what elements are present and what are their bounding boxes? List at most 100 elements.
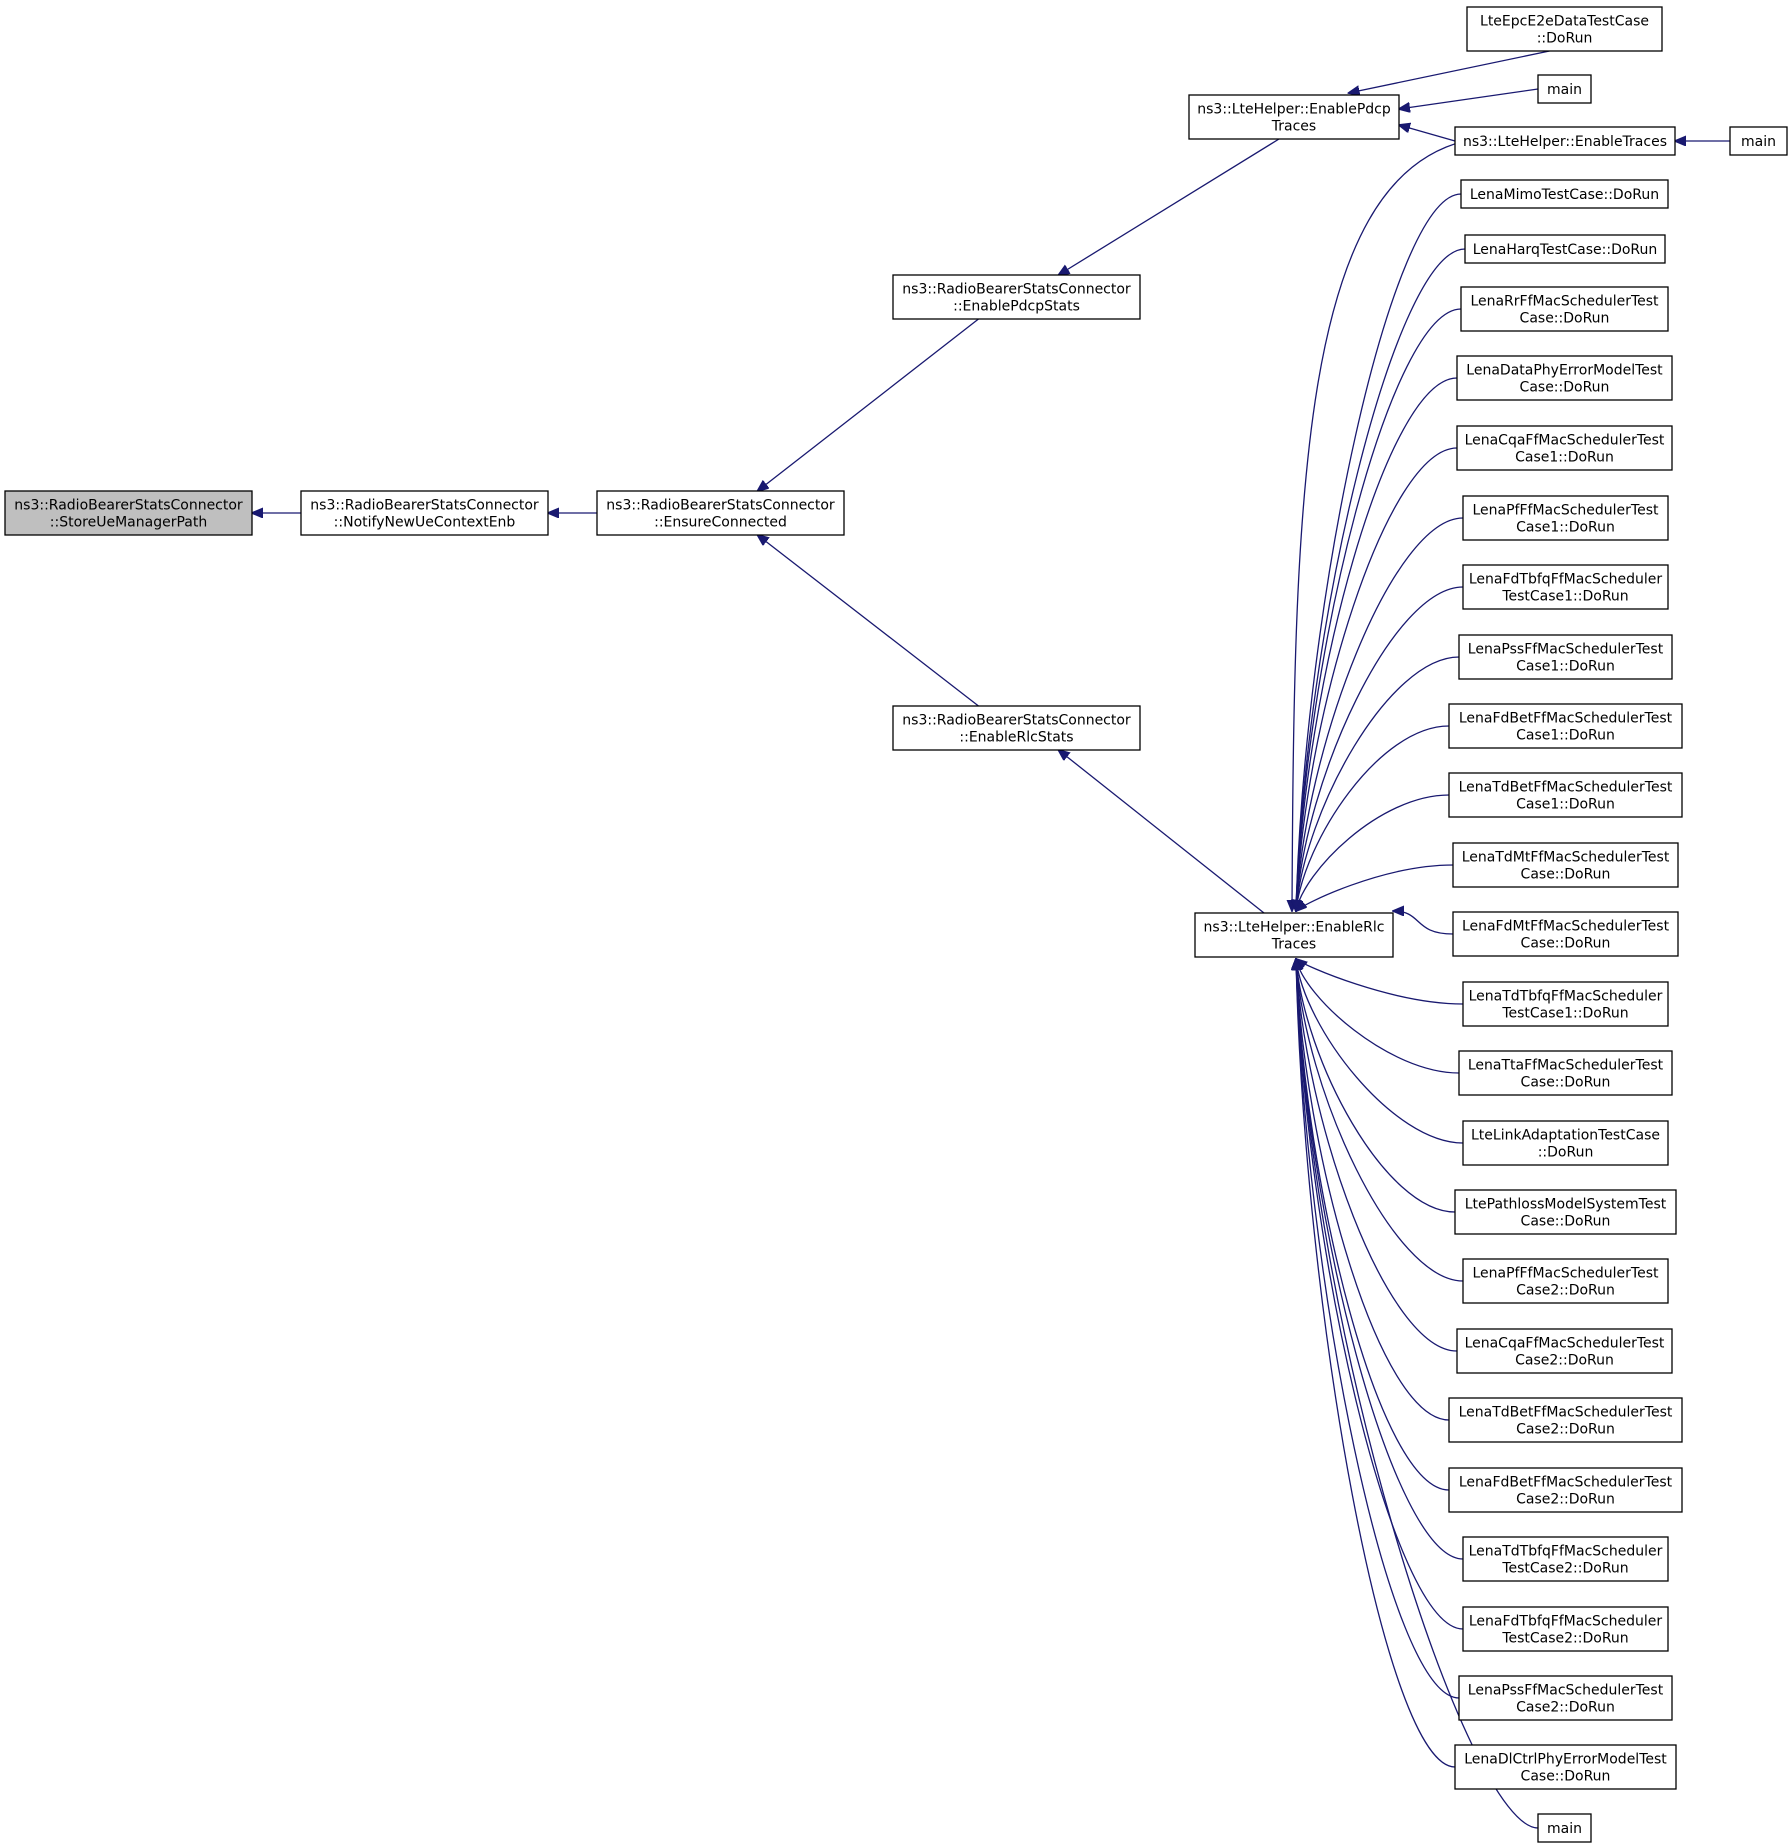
- edge-cqa2-to-rlctraces: [1296, 959, 1458, 1352]
- node-enabletraces-label-0: ns3::LteHelper::EnableTraces: [1463, 134, 1667, 150]
- edges-layer: [252, 50, 1730, 1829]
- node-store-label-0: ns3::RadioBearerStatsConnector: [14, 498, 243, 514]
- node-main2[interactable]: main: [1729, 126, 1788, 156]
- node-fdbet2-label-1: Case2::DoRun: [1516, 1492, 1615, 1508]
- edge-enabletraces-to-pdcptraces: [1399, 125, 1456, 142]
- node-store: ns3::RadioBearerStatsConnector::StoreUeM…: [4, 490, 253, 536]
- node-fdmt-label-0: LenaFdMtFfMacSchedulerTest: [1462, 919, 1670, 935]
- edge-rr-to-rlctraces: [1296, 308, 1462, 911]
- node-tta-label-0: LenaTtaFfMacSchedulerTest: [1468, 1058, 1664, 1074]
- node-tdbet2-label-1: Case2::DoRun: [1516, 1422, 1615, 1438]
- node-ensure-label-1: ::EnsureConnected: [654, 515, 787, 531]
- node-store-box: [4, 490, 253, 536]
- edge-main1-to-pdcptraces: [1399, 88, 1539, 109]
- node-tdmt-box: [1452, 842, 1679, 888]
- node-enabletraces[interactable]: ns3::LteHelper::EnableTraces: [1454, 126, 1676, 156]
- node-fdtbfq1-label-1: TestCase1::DoRun: [1501, 589, 1628, 605]
- edge-fdtbfq1-to-rlctraces: [1296, 586, 1464, 911]
- node-main3[interactable]: main: [1537, 1813, 1592, 1843]
- node-pf1-label-1: Case1::DoRun: [1516, 520, 1615, 536]
- edge-tdbet2-to-rlctraces: [1296, 959, 1450, 1421]
- node-pathloss-box: [1454, 1189, 1677, 1235]
- node-e2e-label-0: LteEpcE2eDataTestCase: [1480, 14, 1649, 30]
- node-rlcstats-label-0: ns3::RadioBearerStatsConnector: [902, 713, 1131, 729]
- node-dataphy-label-1: Case::DoRun: [1520, 380, 1610, 396]
- node-fdbet2-box: [1448, 1467, 1683, 1513]
- node-e2e-box: [1466, 6, 1663, 52]
- edge-linkadapt-to-rlctraces: [1296, 959, 1464, 1144]
- node-tdtbfq2-label-0: LenaTdTbfqFfMacScheduler: [1469, 1544, 1663, 1560]
- node-pf2-box: [1462, 1258, 1669, 1304]
- edge-tdmt-to-rlctraces: [1296, 864, 1454, 911]
- node-linkadapt[interactable]: LteLinkAdaptationTestCase::DoRun: [1462, 1120, 1669, 1166]
- node-e2e[interactable]: LteEpcE2eDataTestCase::DoRun: [1466, 6, 1663, 52]
- edge-pss2-to-rlctraces: [1296, 959, 1460, 1699]
- edge-cqa1-to-rlctraces: [1296, 447, 1458, 911]
- node-mimo-box: [1460, 179, 1669, 209]
- edge-pf2-to-rlctraces: [1296, 959, 1464, 1282]
- edge-tta-to-rlctraces: [1296, 959, 1460, 1074]
- node-dataphy-box: [1456, 355, 1673, 401]
- node-pdcpstats-box: [892, 274, 1141, 320]
- node-main1[interactable]: main: [1537, 74, 1592, 104]
- node-mimo-label-0: LenaMimoTestCase::DoRun: [1470, 187, 1659, 203]
- node-rlctraces-label-0: ns3::LteHelper::EnableRlc: [1204, 920, 1385, 936]
- node-dlctrl-box: [1454, 1744, 1677, 1790]
- node-notify[interactable]: ns3::RadioBearerStatsConnector::NotifyNe…: [300, 490, 549, 536]
- node-tdmt-label-1: Case::DoRun: [1521, 867, 1611, 883]
- node-store-label-1: ::StoreUeManagerPath: [50, 515, 207, 531]
- node-linkadapt-box: [1462, 1120, 1669, 1166]
- node-notify-label-1: ::NotifyNewUeContextEnb: [334, 515, 516, 531]
- node-mimo[interactable]: LenaMimoTestCase::DoRun: [1460, 179, 1669, 209]
- edge-tdbet1-to-rlctraces: [1296, 794, 1450, 911]
- node-tta-label-1: Case::DoRun: [1521, 1075, 1611, 1091]
- node-tta-box: [1458, 1050, 1673, 1096]
- node-harq-label-0: LenaHarqTestCase::DoRun: [1473, 242, 1658, 258]
- node-enabletraces-box: [1454, 126, 1676, 156]
- node-rlctraces-label-1: Traces: [1271, 937, 1316, 953]
- node-pathloss-label-0: LtePathlossModelSystemTest: [1465, 1197, 1667, 1213]
- edge-pathloss-to-rlctraces: [1296, 959, 1456, 1213]
- node-tdtbfq2-label-1: TestCase2::DoRun: [1501, 1561, 1628, 1577]
- node-pdcpstats[interactable]: ns3::RadioBearerStatsConnector::EnablePd…: [892, 274, 1141, 320]
- edge-mimo-to-rlctraces: [1296, 193, 1462, 911]
- node-pss2-box: [1458, 1675, 1673, 1721]
- edge-fdbet1-to-rlctraces: [1296, 725, 1450, 911]
- node-cqa2-box: [1456, 1328, 1673, 1374]
- node-tdbet2-box: [1448, 1397, 1683, 1443]
- node-cqa1-label-0: LenaCqaFfMacSchedulerTest: [1465, 433, 1665, 449]
- node-rr-label-0: LenaRrFfMacSchedulerTest: [1470, 294, 1659, 310]
- node-main3-box: [1537, 1813, 1592, 1843]
- edge-pdcptraces-to-pdcpstats: [1058, 138, 1280, 275]
- node-ensure[interactable]: ns3::RadioBearerStatsConnector::EnsureCo…: [596, 490, 845, 536]
- node-tdtbfq1-label-0: LenaTdTbfqFfMacScheduler: [1469, 989, 1663, 1005]
- node-harq[interactable]: LenaHarqTestCase::DoRun: [1464, 234, 1666, 264]
- node-rlcstats[interactable]: ns3::RadioBearerStatsConnector::EnableRl…: [892, 705, 1141, 751]
- node-harq-box: [1464, 234, 1666, 264]
